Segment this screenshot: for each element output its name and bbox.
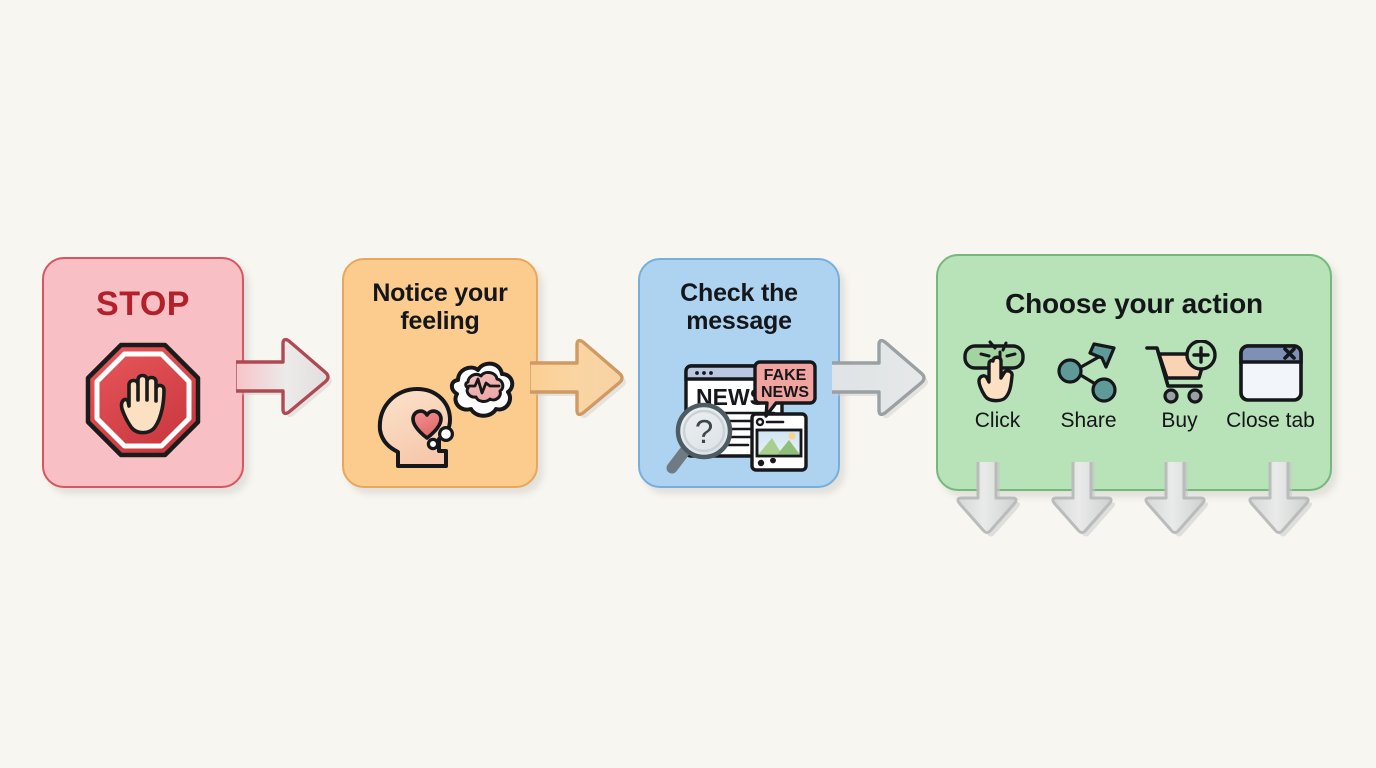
- action-option-close-tab[interactable]: Close tab: [1225, 340, 1316, 433]
- shopping-cart-plus-icon: [1141, 340, 1219, 406]
- action-option-click[interactable]: Click: [952, 340, 1043, 433]
- action-label-share: Share: [1060, 409, 1117, 432]
- head-heart-brain-thought-icon: [360, 356, 520, 476]
- news-fake-news-magnifier-icon: NEWS: [656, 352, 822, 476]
- step-title-notice: Notice your feeling: [372, 279, 508, 335]
- action-label-close-tab: Close tab: [1226, 409, 1315, 432]
- action-option-buy[interactable]: Buy: [1134, 340, 1225, 433]
- step-card-stop[interactable]: STOP: [42, 257, 244, 488]
- step-title-check: Check the message: [680, 279, 798, 335]
- step-title-choose: Choose your action: [1005, 288, 1263, 319]
- outcome-arrow-buy: [1143, 462, 1209, 542]
- connector-stop-to-notice: [236, 333, 334, 417]
- outcome-arrow-share: [1050, 462, 1116, 542]
- action-label-click: Click: [974, 409, 1021, 432]
- fake-news-badge-line2: NEWS: [761, 384, 809, 401]
- magnifier-question-mark: ?: [695, 413, 713, 450]
- step-card-notice[interactable]: Notice your feeling: [342, 258, 538, 488]
- outcome-arrow-click: [955, 462, 1021, 542]
- step-card-check[interactable]: Check the message: [638, 258, 840, 488]
- outcome-arrow-close-tab: [1247, 462, 1313, 542]
- share-nodes-icon: [1052, 340, 1126, 406]
- action-label-buy: Buy: [1161, 409, 1198, 432]
- action-options-row: Click Share: [952, 340, 1316, 433]
- stop-sign-hand-icon: [84, 341, 202, 459]
- step-title-stop: STOP: [96, 285, 190, 323]
- browser-window-close-icon: [1235, 340, 1307, 406]
- cursor-tap-button-icon: [959, 340, 1037, 406]
- fake-news-badge-line1: FAKE: [764, 367, 807, 384]
- connector-notice-to-check: [530, 334, 630, 418]
- action-option-share[interactable]: Share: [1043, 340, 1134, 433]
- step-card-choose[interactable]: Choose your action: [936, 254, 1332, 491]
- connector-check-to-choose: [832, 334, 932, 418]
